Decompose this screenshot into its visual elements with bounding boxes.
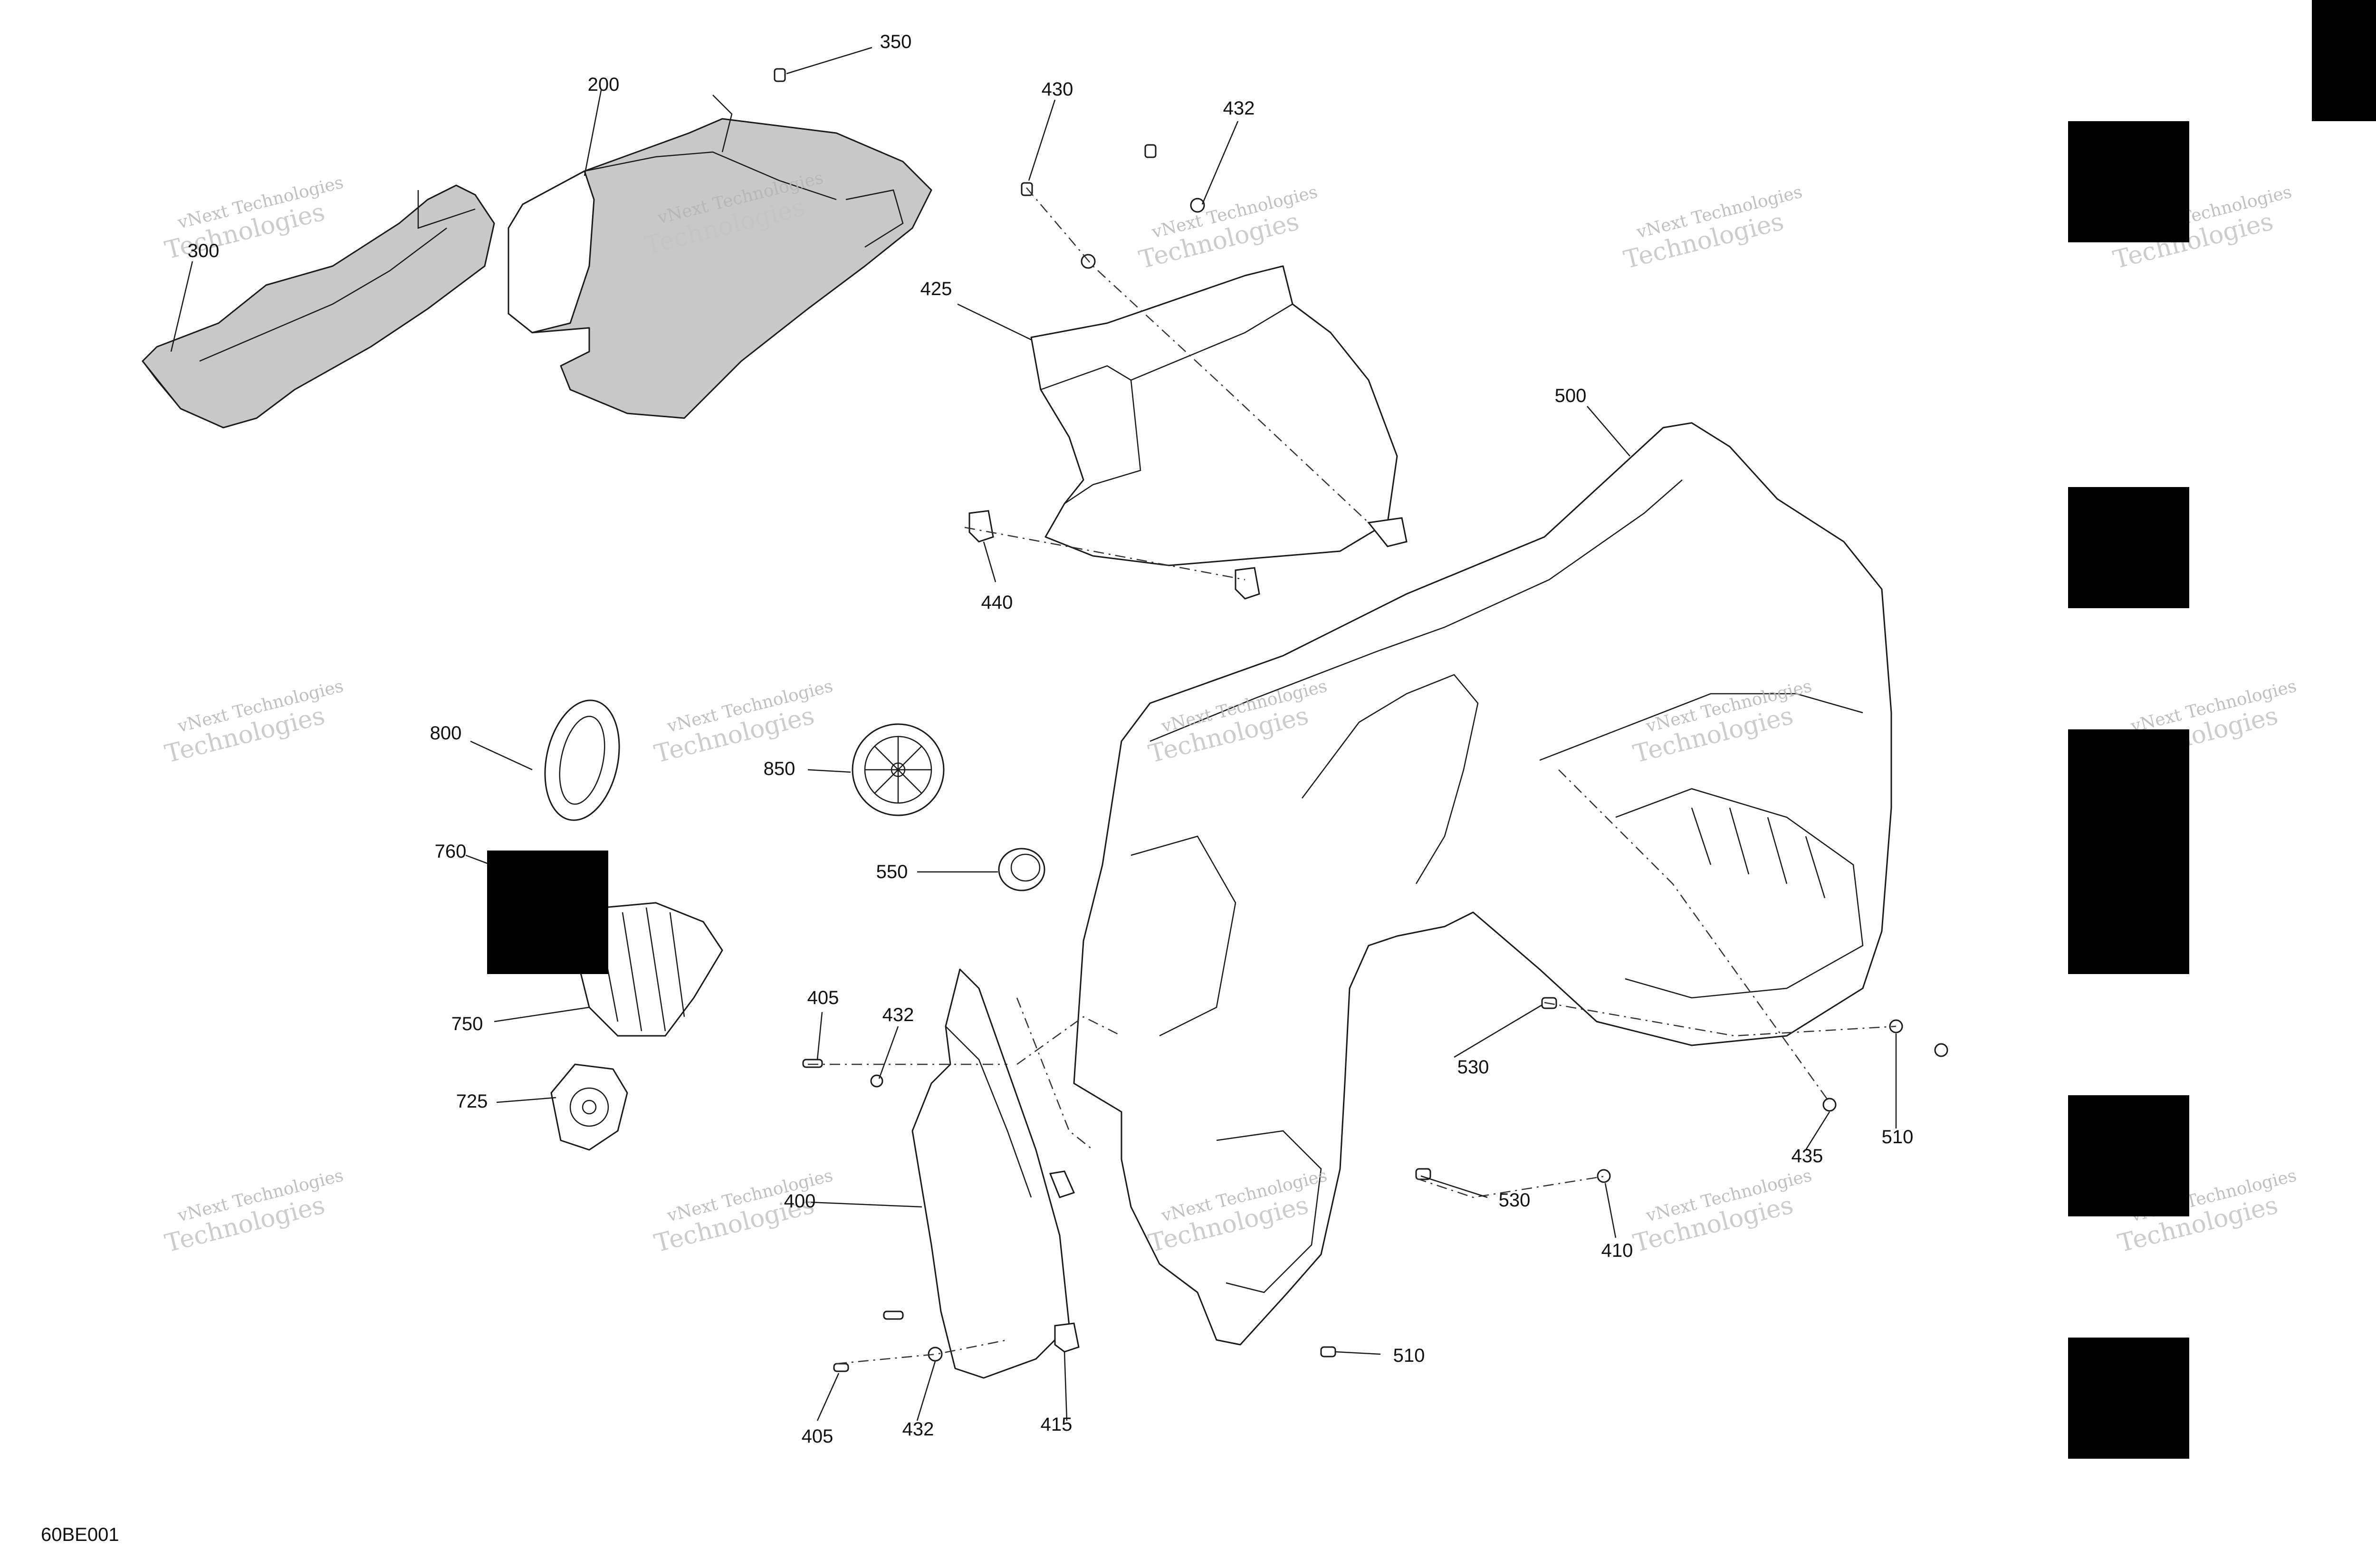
hardware-fasteners [774,68,1948,1372]
part-850-round-grille [852,723,945,816]
redaction-block [2068,1338,2189,1459]
callout-400: 400 [784,1191,816,1212]
callout-432-lower: 432 [902,1419,934,1440]
assembly-lines [808,187,1897,1365]
callout-510-right: 510 [1881,1127,1914,1147]
callout-425: 425 [920,278,952,299]
redaction-block [2068,1095,2189,1216]
callout-410: 410 [1601,1240,1633,1261]
redaction-block [2068,729,2189,974]
part-750-boot [574,902,723,1037]
callout-432-top: 432 [1223,98,1255,119]
callout-510-lower: 510 [1393,1345,1425,1366]
part-300-duct [142,184,495,429]
callout-850: 850 [763,758,795,779]
callout-405-upper: 405 [807,987,839,1008]
part-500-main-frame [1073,422,1892,1346]
callout-440: 440 [981,592,1013,613]
part-550-plug [998,848,1045,891]
callout-750: 750 [451,1013,483,1034]
part-400-side-panel [911,968,1070,1379]
callout-760: 760 [434,841,467,862]
part-425-bracket-panel [1030,265,1398,566]
callout-530-right: 530 [1457,1057,1489,1078]
callout-530-lower: 530 [1498,1190,1531,1211]
callout-350: 350 [880,31,912,52]
redaction-block [2312,0,2376,121]
callout-550: 550 [876,861,908,882]
callout-725: 725 [456,1091,488,1112]
callout-300: 300 [187,240,220,261]
redaction-block [487,851,608,974]
callout-432-mid: 432 [882,1004,914,1025]
leader-lines [170,47,1897,1421]
drawing-code: 60BE001 [41,1524,119,1545]
callout-500: 500 [1554,385,1587,406]
callout-200: 200 [587,74,620,95]
callout-405-lower: 405 [801,1426,834,1447]
part-725-grommet [550,1063,628,1151]
part-200-duct-housing [508,95,932,419]
callout-800: 800 [430,723,462,744]
part-800-oval-seal [544,699,620,821]
callout-435: 435 [1791,1146,1823,1166]
callout-415: 415 [1040,1414,1073,1435]
callout-430: 430 [1041,79,1073,100]
redaction-block [2068,487,2189,608]
redaction-block [2068,121,2189,242]
